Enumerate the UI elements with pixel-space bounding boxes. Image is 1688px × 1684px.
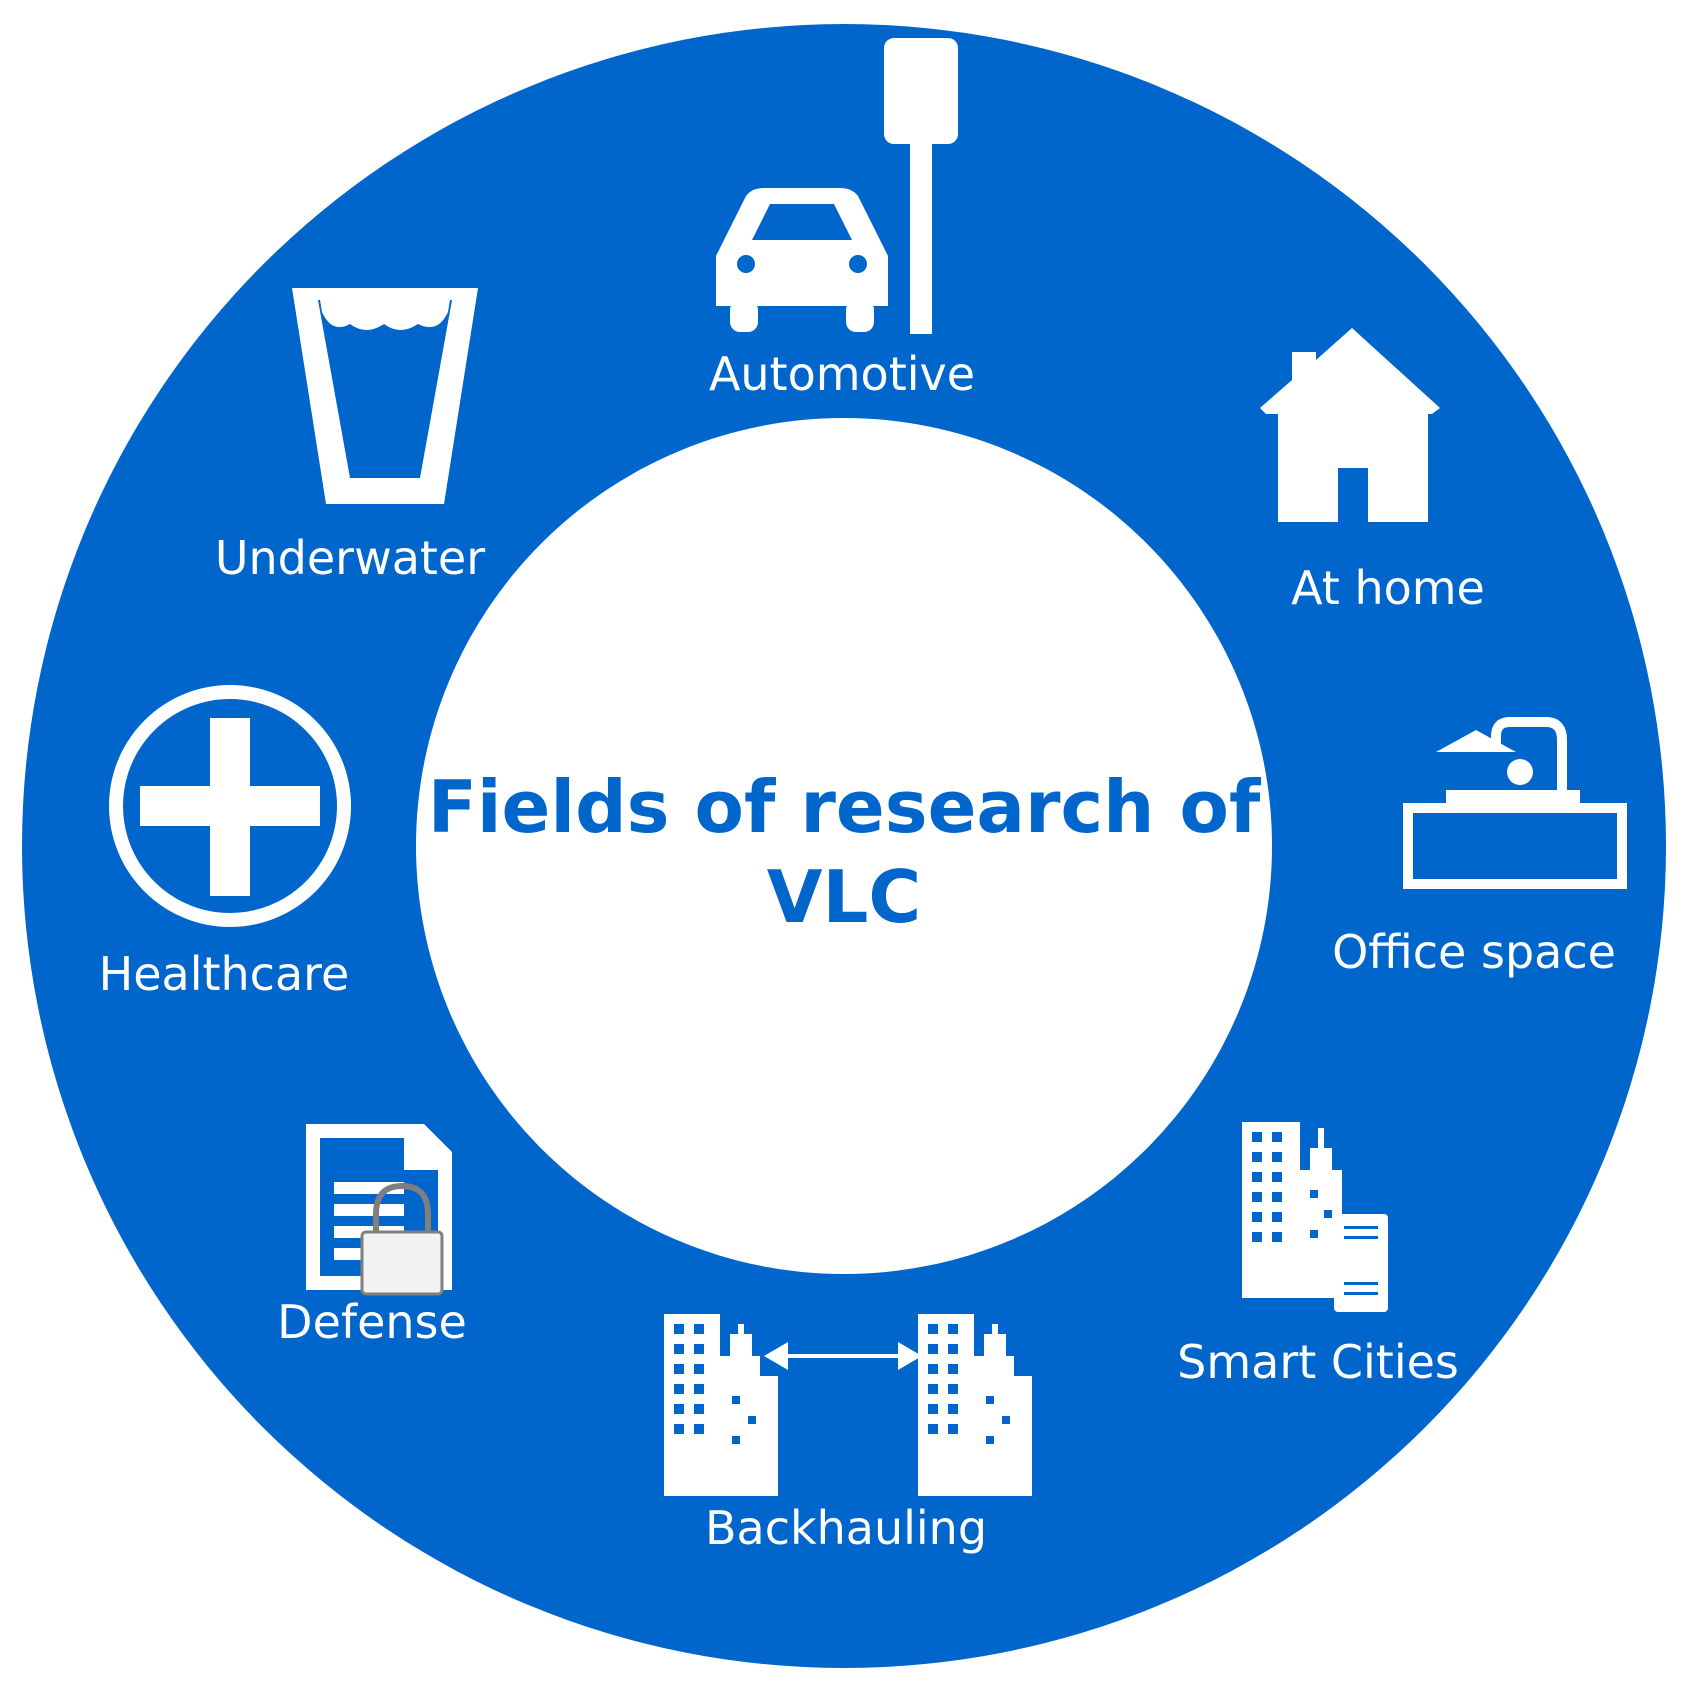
- field-label-at-home: At home: [1291, 561, 1485, 615]
- medical-cross-icon: [109, 685, 351, 927]
- office-desk-lamp-icon: [1403, 717, 1627, 889]
- field-label-smart-cities: Smart Cities: [1177, 1335, 1459, 1389]
- center-disc: [416, 418, 1272, 1274]
- center-title-line-2: VLC: [767, 855, 921, 939]
- house-icon: [1260, 328, 1440, 522]
- smart-cities-field: Smart Cities: [1177, 1122, 1459, 1389]
- field-label-defense: Defense: [277, 1295, 467, 1349]
- backhauling-field: Backhauling: [664, 1314, 1032, 1555]
- healthcare-field: Healthcare: [99, 685, 351, 1001]
- field-label-office-space: Office space: [1332, 925, 1616, 979]
- field-label-healthcare: Healthcare: [99, 947, 350, 1001]
- center-title-line-1: Fields of research of: [428, 765, 1261, 849]
- water-glass-icon: [292, 288, 478, 504]
- at-home-field: At home: [1260, 328, 1485, 615]
- field-label-underwater: Underwater: [215, 531, 485, 585]
- car-streetlight-icon: [716, 38, 958, 334]
- office-space-field: Office space: [1332, 717, 1627, 979]
- defense-field: Defense: [277, 1124, 467, 1349]
- city-buildings-icon: [1242, 1122, 1388, 1312]
- locked-document-icon: [306, 1124, 452, 1296]
- underwater-field: Underwater: [215, 288, 485, 585]
- field-label-backhauling: Backhauling: [705, 1501, 987, 1555]
- field-label-automotive: Automotive: [709, 347, 975, 401]
- automotive-field: Automotive: [709, 38, 975, 401]
- building-link-icon: [664, 1314, 1032, 1496]
